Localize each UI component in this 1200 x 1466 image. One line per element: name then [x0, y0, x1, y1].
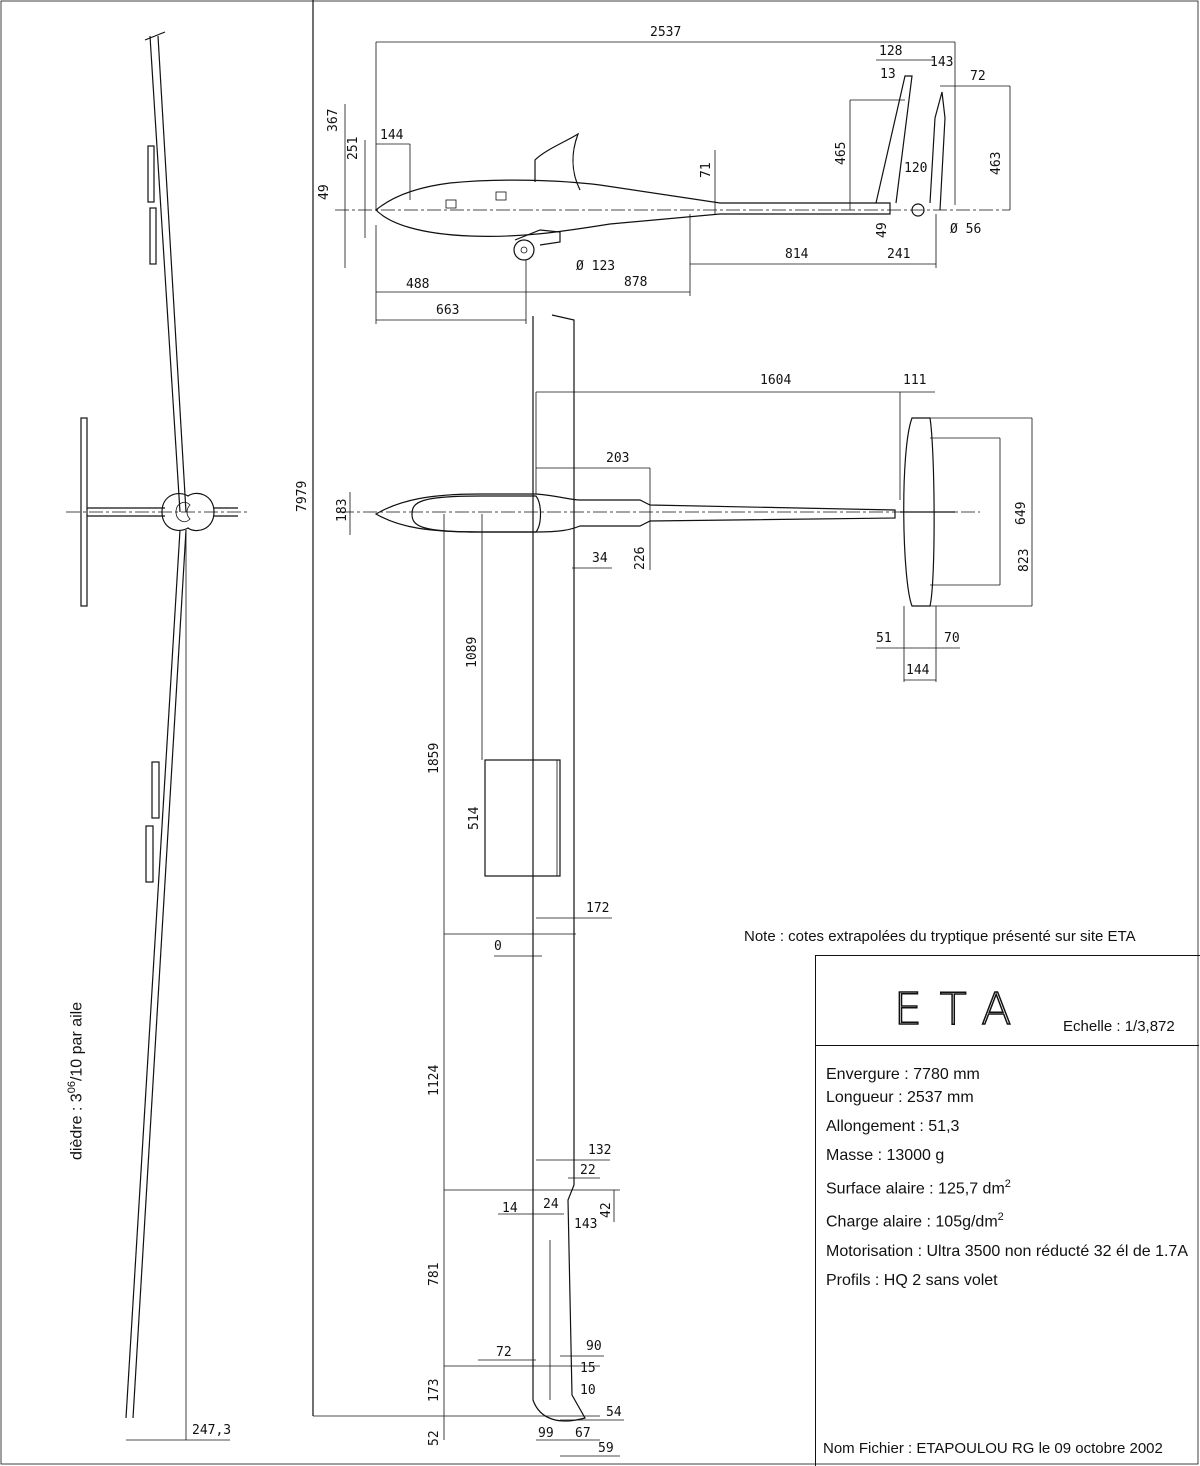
dim-67: 67	[575, 1426, 591, 1441]
dim-251: 251	[346, 137, 361, 160]
dim-1089: 1089	[465, 637, 480, 668]
dim-14: 14	[502, 1201, 518, 1216]
dim-878: 878	[624, 275, 647, 290]
dim-144: 144	[380, 128, 404, 143]
dim-0: 0	[494, 939, 502, 954]
spec-surface: Surface alaire : 125,7 dm2	[826, 1178, 1011, 1198]
dim-663: 663	[436, 303, 459, 318]
dim-d56: Ø 56	[950, 222, 981, 237]
dim-132: 132	[588, 1143, 611, 1158]
dim-111: 111	[903, 373, 926, 388]
dim-823: 823	[1017, 549, 1032, 572]
dim-52: 52	[427, 1430, 442, 1446]
dim-24: 24	[543, 1197, 559, 1212]
dim-241: 241	[887, 247, 910, 262]
dim-1859: 1859	[427, 743, 442, 774]
dim-183: 183	[335, 499, 350, 522]
dim-51: 51	[876, 631, 892, 646]
dim-128: 128	[879, 44, 902, 59]
dim-54: 54	[606, 1405, 622, 1420]
file-footer: Nom Fichier : ETAPOULOU RG le 09 octobre…	[823, 1440, 1163, 1457]
dim-463: 463	[989, 152, 1004, 175]
dim-22: 22	[580, 1163, 596, 1178]
top-view: 1604 111 7979 203 183 226 34 649 823 51 …	[295, 314, 1033, 1457]
dim-42: 42	[599, 1202, 614, 1218]
dim-781: 781	[427, 1263, 442, 1286]
dim-71: 71	[699, 162, 714, 178]
dim-72-wing: 72	[496, 1345, 512, 1360]
extrapolation-note: Note : cotes extrapolées du tryptique pr…	[744, 928, 1136, 945]
dim-203: 203	[606, 451, 629, 466]
dim-367: 367	[326, 109, 341, 132]
spec-profils: Profils : HQ 2 sans volet	[826, 1271, 998, 1289]
dim-10: 10	[580, 1383, 596, 1398]
dim-59: 59	[598, 1441, 614, 1456]
dim-49-nose: 49	[317, 184, 332, 200]
dim-465: 465	[834, 142, 849, 165]
dim-72: 72	[970, 69, 986, 84]
dihedral-label: dièdre : 306/10 par aile	[66, 1001, 86, 1160]
dim-front-247: 247,3	[192, 1423, 231, 1438]
side-view: 2537 128 13 143 72 463 465 120 367 251 1…	[317, 25, 1011, 324]
dim-34: 34	[592, 551, 608, 566]
dim-143-wing: 143	[574, 1217, 597, 1232]
dim-488: 488	[406, 277, 429, 292]
spec-allongement: Allongement : 51,3	[826, 1118, 960, 1135]
dim-7979: 7979	[295, 481, 310, 512]
spec-charge: Charge alaire : 105g/dm2	[826, 1211, 1004, 1231]
eta-logo: ETA	[893, 983, 1030, 1036]
spec-masse: Masse : 13000 g	[826, 1147, 945, 1164]
spec-envergure: Envergure : 7780 mm	[826, 1066, 980, 1083]
dim-70: 70	[944, 631, 960, 646]
dim-514: 514	[467, 806, 482, 830]
dim-144-tail: 144	[906, 663, 930, 678]
dim-15: 15	[580, 1361, 596, 1376]
dim-90: 90	[586, 1339, 602, 1354]
dim-173: 173	[427, 1379, 442, 1402]
dim-2537: 2537	[650, 25, 681, 40]
dim-d123: Ø 123	[576, 259, 615, 274]
dim-1124: 1124	[427, 1065, 442, 1096]
front-view: 247,3	[66, 31, 250, 1441]
dim-13: 13	[880, 67, 896, 82]
spec-list: Envergure : 7780 mm Longueur : 2537 mm A…	[826, 1060, 1188, 1295]
title-block-header: ETA Echelle : 1/3,872	[816, 956, 1199, 1046]
dim-120: 120	[904, 161, 927, 176]
dim-99: 99	[538, 1426, 554, 1441]
spec-longueur: Longueur : 2537 mm	[826, 1089, 974, 1106]
dim-172: 172	[586, 901, 609, 916]
dim-1604: 1604	[760, 373, 791, 388]
dim-49-tail: 49	[875, 222, 890, 238]
scale-label: Echelle : 1/3,872	[1063, 1018, 1175, 1035]
dim-226: 226	[633, 547, 648, 570]
dim-814: 814	[785, 247, 809, 262]
title-block: ETA Echelle : 1/3,872 Envergure : 7780 m…	[815, 955, 1200, 1466]
dim-143: 143	[930, 55, 953, 70]
spec-motorisation: Motorisation : Ultra 3500 non réducté 32…	[826, 1242, 1188, 1260]
dim-649: 649	[1014, 502, 1029, 525]
